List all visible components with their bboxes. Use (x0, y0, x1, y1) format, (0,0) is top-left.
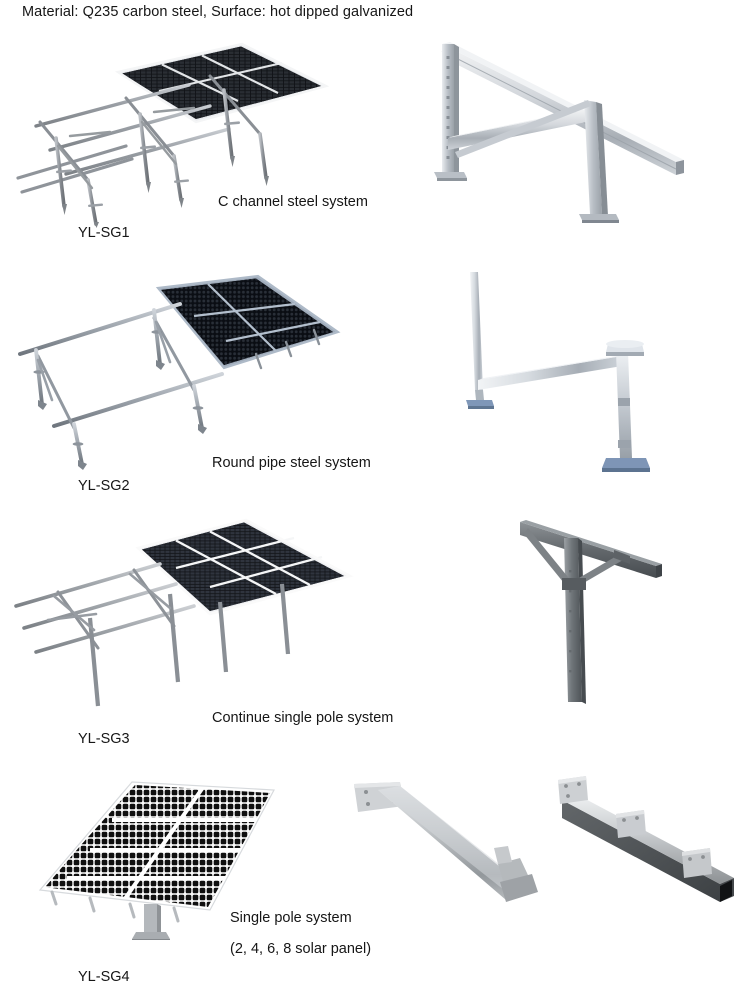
material-note: Material: Q235 carbon steel, Surface: ho… (22, 4, 414, 20)
caption-yl-sg4: Single pole system (230, 910, 352, 926)
round-pipe-frame-photo (430, 272, 690, 490)
model-code-yl-sg1: YL-SG1 (78, 225, 130, 241)
single-pole-array-render (24, 768, 314, 940)
solar-panel-array (114, 42, 330, 124)
caption-yl-sg2: Round pipe steel system (212, 455, 371, 471)
model-code-yl-sg4: YL-SG4 (78, 969, 130, 985)
vertical-pole (564, 538, 586, 704)
cross-rail (520, 520, 662, 578)
right-post (579, 100, 619, 223)
solar-panel-array (155, 274, 341, 370)
section-yl-sg1: C channel steel system YL-SG1 (0, 28, 750, 266)
top-rail (441, 42, 684, 175)
triangular-braces (524, 528, 630, 590)
single-pole-bracket-photo (484, 510, 684, 710)
caption-yl-sg1: C channel steel system (218, 194, 368, 210)
square-tube-beam-photo (542, 774, 747, 909)
model-code-yl-sg3: YL-SG3 (78, 731, 130, 747)
section-yl-sg2: Round pipe steel system YL-SG2 (0, 268, 750, 508)
continue-single-pole-render (10, 510, 355, 710)
model-code-yl-sg2: YL-SG2 (78, 478, 130, 494)
right-pipe-post (602, 340, 650, 472)
end-bracket (494, 846, 538, 902)
c-channel-frame-photo (424, 34, 724, 224)
diagonal-strut-photo (348, 776, 538, 906)
horizontal-tube (478, 354, 628, 390)
left-pipe-post (466, 272, 494, 409)
solar-panel-array (135, 518, 354, 616)
caption-yl-sg4-sub: (2, 4, 6, 8 solar panel) (230, 941, 372, 957)
center-pole (132, 904, 170, 940)
section-yl-sg3: Continue single pole system YL-SG3 (0, 510, 750, 747)
diagonal-brace (455, 100, 591, 158)
caption-yl-sg3: Continue single pole system (212, 710, 394, 726)
single-pole-posts (87, 583, 291, 707)
mounting-brackets (558, 776, 712, 878)
round-pipe-ground-mount-render (8, 268, 348, 483)
solar-panel-array (36, 779, 278, 913)
section-yl-sg4: Single pole system (2, 4, 6, 8 solar pan… (0, 768, 750, 992)
round-pipe-posts (33, 308, 207, 470)
c-channel-ground-mount-render (14, 28, 334, 228)
